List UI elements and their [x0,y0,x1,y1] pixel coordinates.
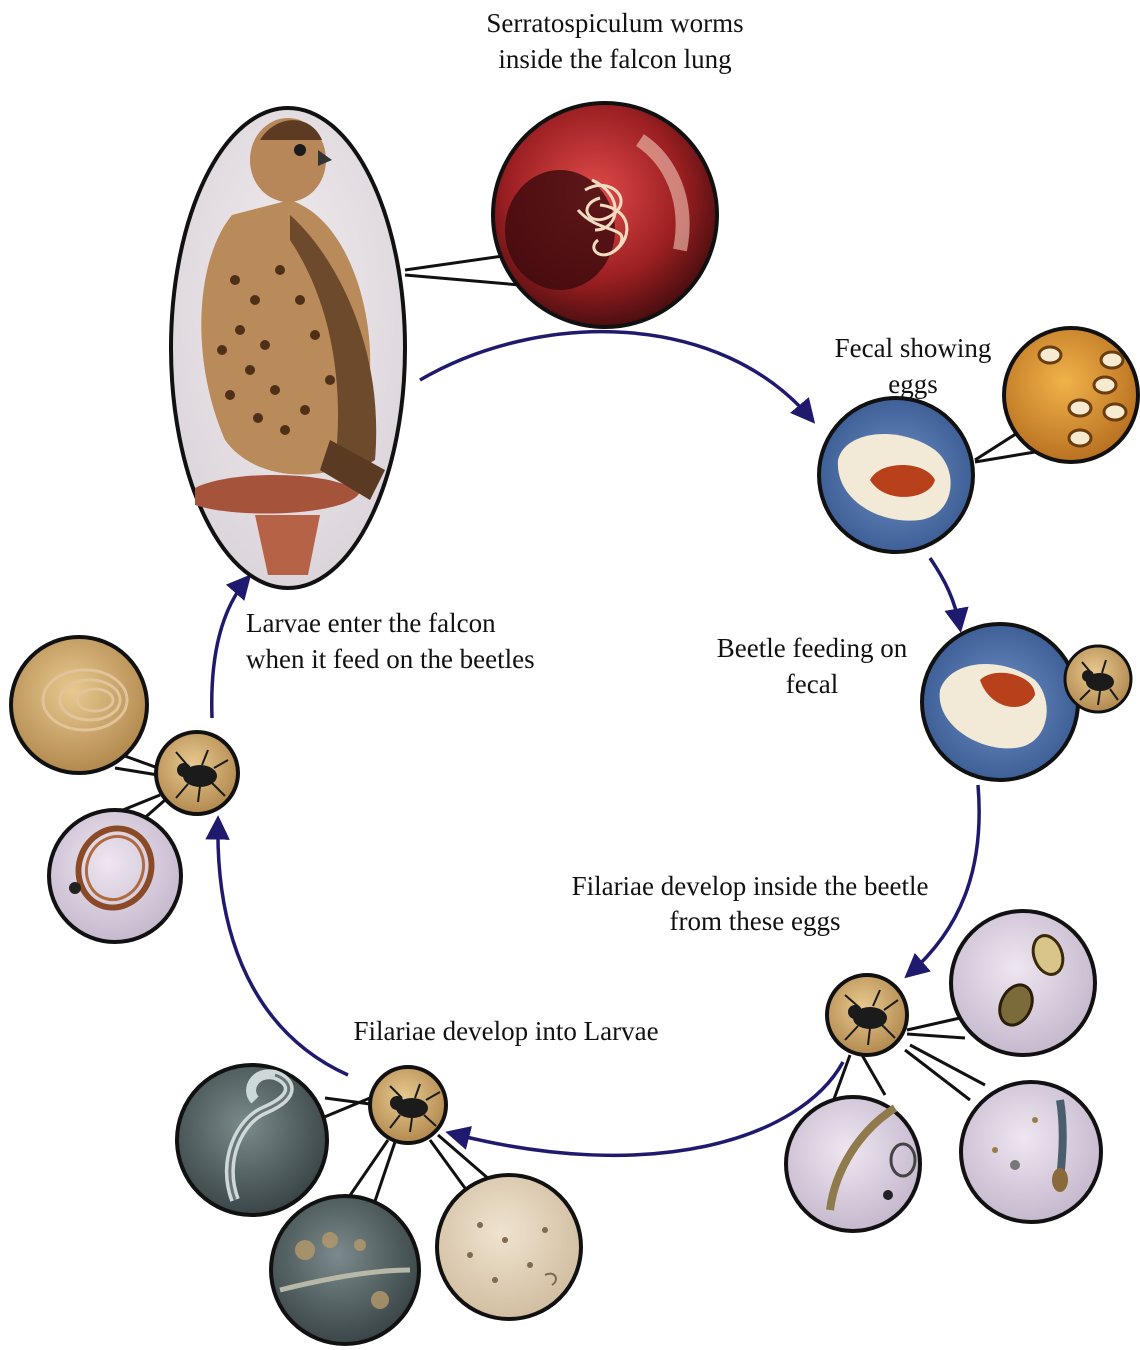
label-larvae-dev: Filariae develop into Larvae [353,1016,658,1046]
arrow-fecal-to-beetle-feeding [930,558,960,628]
larva-micrograph-4 [271,1196,419,1344]
label-beetle-line2: fecal [786,669,838,699]
label-worms-line1: Serratospiculum worms [486,8,743,38]
larva-micrograph-3 [177,1065,327,1215]
arrow-filariae-to-larvae [450,1062,843,1155]
beetle-filariae [827,975,907,1055]
label-filariae-line2: from these eggs [670,906,841,936]
arrow-larvae-to-infected-beetle [218,820,348,1075]
label-worms-line2: inside the falcon lung [498,44,731,74]
label-fecal-line2: eggs [888,369,938,399]
lung-worms-photo [493,103,717,327]
beetle-larvae [370,1067,446,1143]
larva-micrograph-1 [786,1097,920,1231]
larva-micrograph-2 [961,1082,1101,1222]
larva-micrograph-7 [49,810,181,942]
fecal-sample-photo [819,398,973,552]
arrow-falcon-to-fecal [420,332,812,420]
label-larvae-enter-line1: Larvae enter the falcon [246,608,496,638]
falcon-photo [171,108,405,588]
beetle-infected [156,732,238,814]
label-larvae-enter-line2: when it feed on the beetles [246,644,535,674]
larva-micrograph-6 [11,637,147,773]
beetle-inset-feeding [1065,646,1131,712]
label-fecal-line1: Fecal showing [835,333,992,363]
label-beetle-line1: Beetle feeding on [717,633,908,663]
beetle-feeding-photo [922,624,1078,780]
label-filariae-line1: Filariae develop inside the beetle [572,871,929,901]
egg-micrograph-2 [951,911,1095,1055]
arrow-infected-beetle-to-falcon [212,578,248,718]
larva-micrograph-5 [437,1175,581,1319]
egg-micrograph-1 [1004,328,1138,462]
